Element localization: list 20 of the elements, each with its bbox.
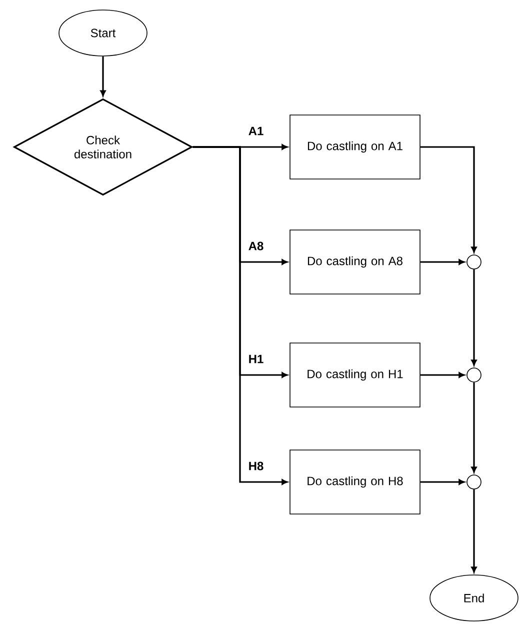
arrow: [420, 372, 465, 378]
process-box: Do castling on A1: [290, 114, 420, 180]
arrow: [420, 146, 477, 253]
junction-circle: [466, 474, 482, 490]
arrow: [420, 479, 465, 485]
arrow: [471, 382, 477, 473]
edge-label: H1: [247, 354, 265, 364]
arrow: [471, 269, 477, 366]
process-box: Do castling on H1: [290, 342, 420, 408]
edge-label: H8: [247, 460, 265, 472]
edge-label: A1: [247, 126, 265, 136]
arrow: [192, 146, 288, 485]
junction-circle: [466, 254, 482, 270]
arrow: [420, 259, 465, 265]
junction-circle: [466, 368, 482, 382]
process-box: Do castling on A8: [290, 230, 420, 294]
arrow: [100, 56, 106, 96]
process-box: Do castling on H8: [290, 450, 420, 514]
arrow: [471, 489, 477, 573]
edge-label: A8: [247, 240, 265, 252]
